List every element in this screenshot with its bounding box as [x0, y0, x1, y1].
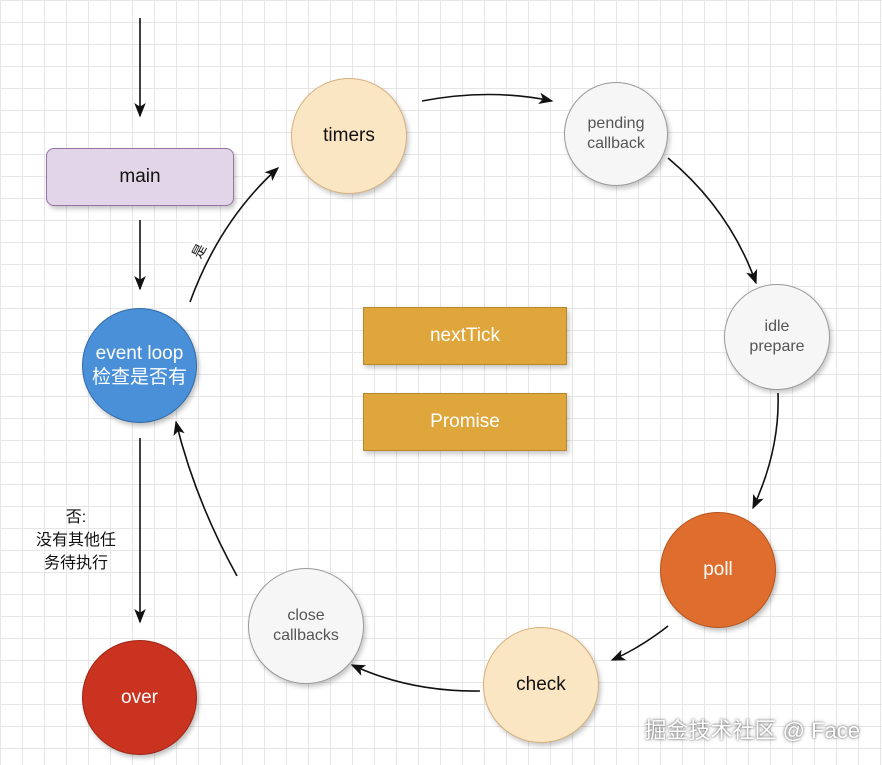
idle-prepare-node: idle prepare	[724, 284, 830, 390]
pending-callback-node: pending callback	[564, 82, 668, 186]
poll-node: poll	[660, 512, 776, 628]
arrow-timers-to-pending	[421, 92, 554, 104]
main-label: main	[119, 166, 161, 188]
over-label: over	[121, 686, 158, 708]
close-label: close	[287, 607, 325, 624]
arrow-event-loop-to-timers	[189, 167, 280, 303]
callback-label: callback	[587, 135, 645, 152]
timers-label: timers	[323, 125, 375, 147]
promise-label: Promise	[430, 411, 500, 433]
event-loop-check-label: 检查是否有	[91, 366, 187, 388]
nexttick-node: nextTick	[363, 307, 567, 365]
check-label: check	[516, 674, 566, 696]
arrow-check-to-close	[350, 664, 481, 692]
idle-label: idle	[764, 318, 790, 335]
promise-node: Promise	[363, 393, 567, 451]
arrow-pending-to-idle	[667, 157, 758, 285]
poll-label: poll	[703, 559, 733, 581]
arrow-poll-to-check	[610, 625, 669, 661]
arrow-idle-to-poll	[752, 392, 779, 510]
check-node: check	[483, 627, 599, 743]
watermark: 掘金技术社区 @ Face	[644, 718, 860, 743]
over-node: over	[82, 640, 197, 755]
no-edge-label: 否: 没有其他任 务待执行	[35, 509, 116, 573]
event-loop-label: event loop	[95, 342, 184, 364]
arrow-close-to-event-loop	[173, 420, 238, 577]
close-callbacks-node: close callbacks	[248, 568, 364, 684]
main-node: main	[46, 148, 234, 206]
event-loop-node: event loop 检查是否有	[82, 308, 197, 423]
pending-label: pending	[587, 115, 645, 132]
callbacks-label: callbacks	[273, 627, 339, 644]
prepare-label: prepare	[749, 338, 805, 355]
timers-node: timers	[291, 78, 407, 194]
nexttick-label: nextTick	[429, 325, 501, 347]
